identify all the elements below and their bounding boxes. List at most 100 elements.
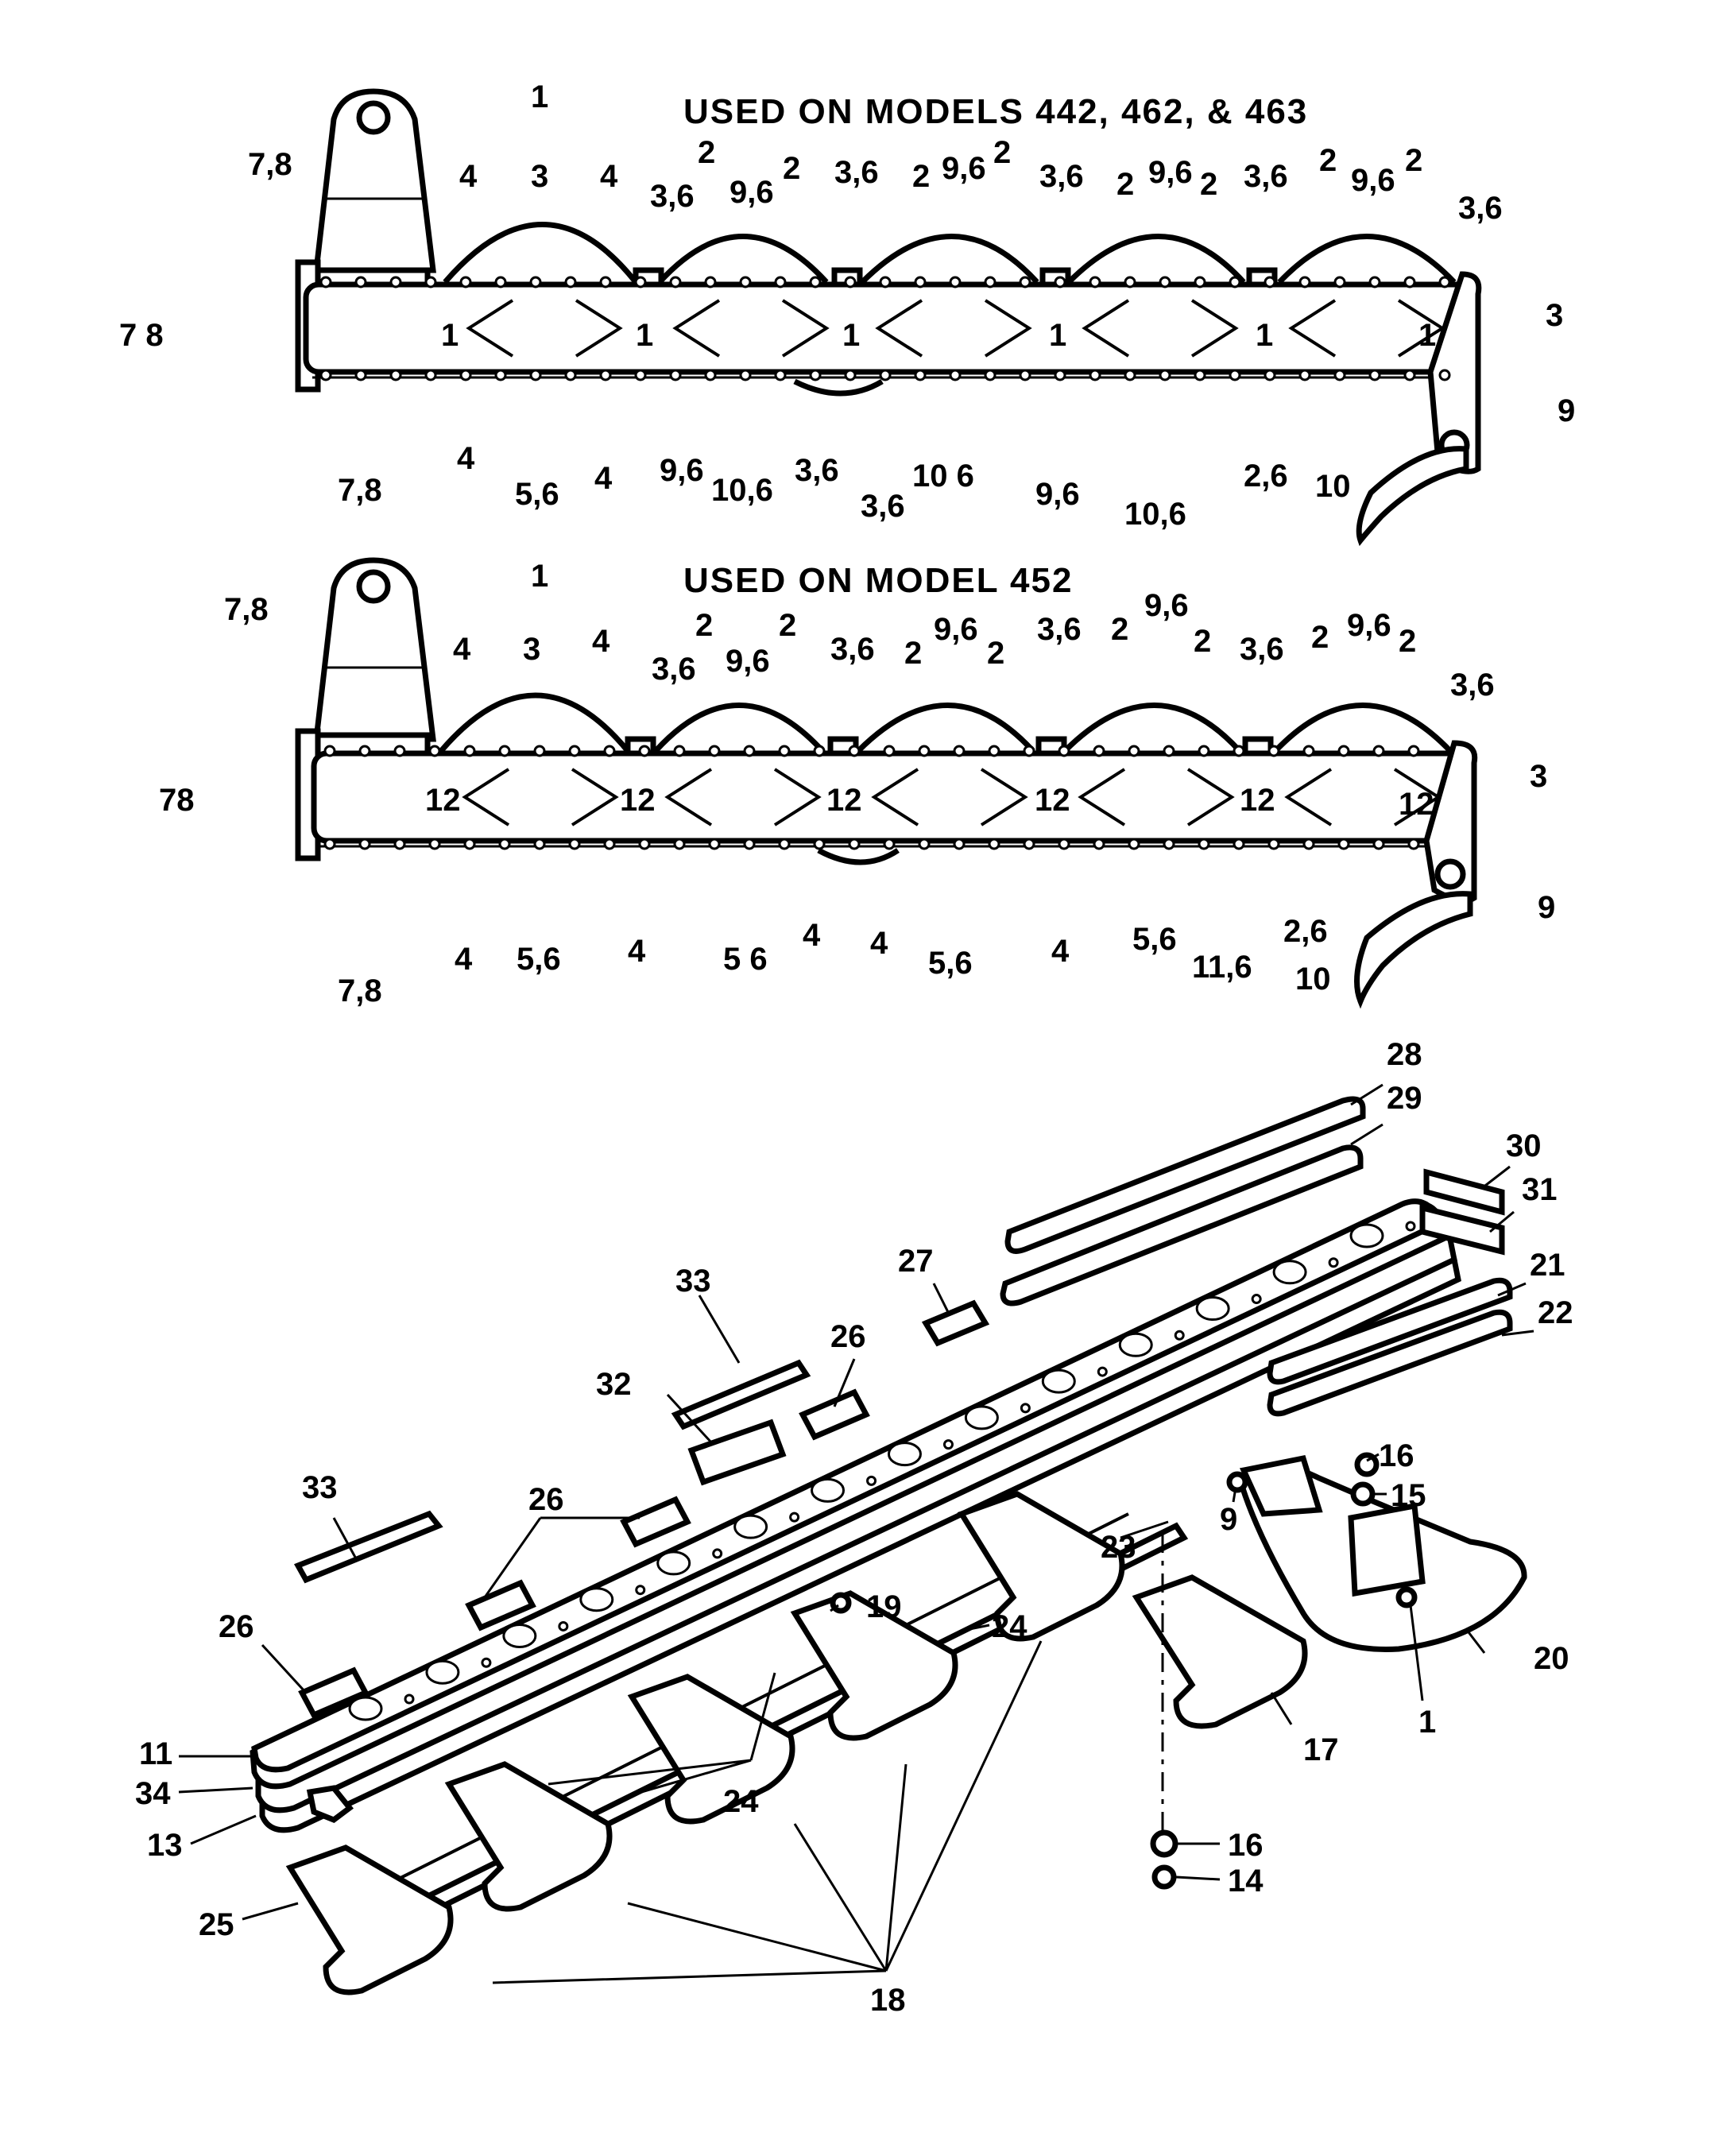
bolt-hole: [739, 369, 752, 381]
bar-hole: [1118, 1332, 1153, 1357]
label: 24: [723, 1784, 759, 1819]
part-25: [306, 1785, 354, 1823]
bolt-hole: [358, 745, 371, 757]
bolt-hole: [463, 838, 476, 850]
bolt-hole: [1372, 838, 1385, 850]
bar-small-hole: [481, 1657, 492, 1668]
bolt-hole: [1264, 276, 1276, 288]
bar-hole: [733, 1514, 768, 1539]
label: 10 6: [912, 459, 974, 494]
bolt-hole: [953, 838, 966, 850]
label: 3,6: [652, 652, 696, 687]
bolt-hole: [564, 276, 577, 288]
bolt-hole: [1093, 838, 1105, 850]
bolt-hole: [879, 276, 892, 288]
chevron-left: [875, 299, 923, 358]
bar-small-hole: [404, 1693, 415, 1705]
bolt-hole: [1337, 745, 1350, 757]
bolt-hole: [704, 276, 717, 288]
label: 7,8: [338, 473, 382, 508]
bolt-hole: [1407, 838, 1420, 850]
label: 3,6: [834, 155, 879, 190]
label: 10,6: [1124, 497, 1186, 532]
bolt-hole: [1054, 276, 1066, 288]
label: 2: [1194, 624, 1211, 659]
top-holes-lower: [319, 369, 1451, 381]
label: 1: [1256, 318, 1273, 353]
clip-26-c: [465, 1579, 536, 1632]
bolt-hole: [459, 276, 472, 288]
bolt-hole: [1233, 838, 1245, 850]
bolt-hole: [1023, 838, 1035, 850]
rail-22: [1267, 1309, 1513, 1417]
bolt-hole: [1019, 276, 1031, 288]
label: 4: [870, 926, 888, 961]
label: 9: [1538, 890, 1555, 925]
bolt-hole: [1368, 276, 1381, 288]
bolt-hole: [1337, 838, 1350, 850]
bolt-hole: [1229, 369, 1241, 381]
washer-16-top: [1354, 1452, 1380, 1477]
bolt-hole: [883, 838, 896, 850]
label: 3,6: [795, 453, 839, 488]
bolt-hole: [1019, 369, 1031, 381]
label: 21: [1530, 1248, 1565, 1283]
label: 3,6: [650, 179, 695, 214]
middle-holes-lower: [323, 838, 1420, 850]
bolt-hole: [778, 838, 791, 850]
label: 14: [1228, 1864, 1264, 1899]
label: 1: [1049, 318, 1066, 353]
label: 20: [1534, 1641, 1569, 1676]
bolt-hole: [1089, 276, 1101, 288]
top-holes-upper: [319, 276, 1451, 288]
bolt-hole: [1159, 369, 1171, 381]
bolt-hole: [1124, 276, 1136, 288]
rail-21: [1267, 1277, 1513, 1385]
label: 2,6: [1283, 914, 1328, 949]
bolt-hole: [603, 838, 616, 850]
label: 5 6: [723, 942, 768, 977]
bolt-hole: [1403, 369, 1416, 381]
shoe-18-a: [957, 1491, 1125, 1642]
chevron-left: [462, 768, 510, 826]
bolt-hole: [774, 276, 787, 288]
bolt-hole: [533, 745, 546, 757]
label: 9,6: [1347, 608, 1391, 643]
label: 12: [1240, 783, 1275, 818]
bolt-hole: [1163, 745, 1175, 757]
label: 9,6: [1144, 588, 1189, 623]
chevron-right: [1393, 768, 1442, 826]
bolt-hole: [708, 745, 721, 757]
bolt-hole: [708, 838, 721, 850]
bar-hole: [1041, 1368, 1076, 1394]
label: 5,6: [928, 946, 973, 981]
label: 4: [457, 441, 475, 476]
label: 27: [898, 1244, 934, 1279]
chevron-left: [1082, 299, 1130, 358]
label: 2: [1399, 624, 1416, 659]
bolt-hole: [1298, 276, 1311, 288]
top-view-labels: 1 3 4 4 3,6 2 9,6 2 3,6 2 9,6 2 3,6 2 9,…: [119, 79, 1575, 532]
label: 34: [135, 1776, 171, 1811]
bolt-hole: [1372, 745, 1385, 757]
bolt-hole: [1128, 838, 1140, 850]
label: 3,6: [1240, 632, 1284, 667]
label: 4: [592, 624, 610, 659]
bolt-hole: [774, 369, 787, 381]
label: 1: [531, 79, 548, 114]
bolt-hole: [424, 276, 437, 288]
label: 3,6: [1037, 612, 1082, 647]
bolt-hole: [914, 276, 927, 288]
label: 33: [302, 1470, 338, 1505]
label: 2: [1319, 143, 1337, 178]
bolt-hole: [638, 745, 651, 757]
bolt-hole: [529, 276, 542, 288]
top-view-title: USED ON MODELS 442, 462, & 463: [683, 92, 1308, 131]
bolt-hole: [634, 369, 647, 381]
label: 9,6: [660, 453, 704, 488]
chevron-right: [1397, 299, 1445, 358]
bolt-hole: [883, 745, 896, 757]
label: 3,6: [830, 632, 875, 667]
bar-small-hole: [1251, 1294, 1262, 1305]
label: 32: [596, 1367, 632, 1402]
